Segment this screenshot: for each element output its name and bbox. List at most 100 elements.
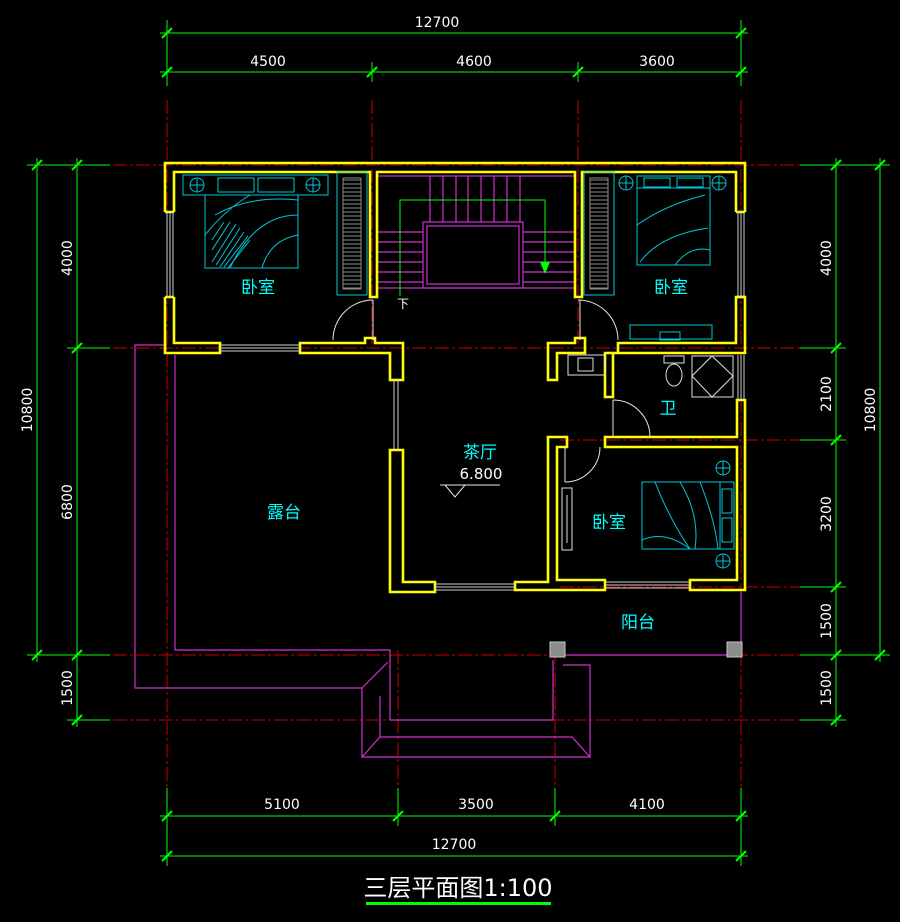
room-label-terrace: 露台: [267, 503, 301, 523]
dimension-label: 6800: [60, 484, 76, 520]
axis-grid: [90, 100, 815, 790]
stair-handrail: [426, 225, 520, 285]
extension-line: [800, 164, 890, 721]
stair-landing: [422, 221, 524, 289]
lamp-cross: [306, 178, 320, 192]
stair-treads-right: [523, 231, 575, 283]
lamp-cross: [712, 176, 726, 190]
stair-direction-arrow: [399, 199, 546, 296]
sliding-door-tea-hall: [393, 380, 399, 450]
bed-mattress: [641, 481, 721, 550]
pillow: [721, 517, 733, 543]
lamp-cross: [716, 461, 730, 475]
bathroom-fixtures: [567, 354, 734, 398]
room-label-bedroom-northeast: 卧室: [654, 278, 688, 298]
wardrobe-frame: [336, 171, 368, 296]
dimension-tick: [161, 66, 747, 78]
room-label-bathroom: 卫: [660, 399, 677, 419]
desk-chair: [659, 331, 681, 341]
title-underline: [366, 902, 551, 905]
shower-tray: [691, 355, 734, 398]
wall-tea-hall-bottom: [513, 435, 607, 592]
pillow: [217, 177, 255, 193]
door-swing-bathroom: [612, 399, 651, 438]
exterior-wall-top: [163, 161, 747, 212]
wardrobe-hangers: [343, 179, 361, 289]
toilet-icon: [665, 363, 683, 387]
dimension-label: 4600: [456, 54, 492, 70]
bed-southeast: [561, 460, 735, 569]
pillow: [643, 177, 671, 188]
extension-line: [166, 788, 742, 866]
dimension-label: 4100: [629, 797, 665, 813]
elevation-marker-icon: [440, 484, 500, 498]
walls: [163, 161, 747, 594]
wardrobe-rail: [589, 177, 609, 290]
desk: [629, 324, 713, 340]
terrace-inner-edge: [174, 355, 554, 721]
dimension-label: 4500: [250, 54, 286, 70]
roof-hip-line: [361, 661, 591, 758]
dimension-lines: [27, 20, 890, 866]
room-label-bedroom-northwest: 卧室: [241, 278, 275, 298]
dimension-label: 1500: [819, 670, 835, 706]
wardrobe-hangers: [590, 179, 608, 289]
wall-northwest-bottom: [298, 336, 405, 382]
dimension-label: 3600: [639, 54, 675, 70]
wardrobe-rail: [342, 177, 362, 290]
bed-blanket: [641, 481, 719, 550]
wardrobe-frame: [583, 171, 615, 296]
bed-mattress: [204, 194, 299, 269]
bed-mattress: [636, 187, 711, 266]
window-tea-hall: [435, 583, 515, 591]
pillow: [721, 488, 733, 514]
wall-cabinet: [561, 487, 573, 551]
dimension-label: 4000: [819, 240, 835, 276]
dimension-label: 10800: [863, 388, 879, 433]
room-labels: 卧室 卧室 卧室 茶厅 6.800 露台 卫 阳台: [241, 278, 688, 633]
lamp-cross: [190, 178, 204, 192]
wardrobe-northeast: [583, 171, 615, 296]
wardrobe-northwest: [336, 171, 368, 296]
room-label-tea-hall: 茶厅: [463, 443, 497, 463]
door-swing-southeast: [564, 446, 601, 483]
furniture: [182, 171, 735, 569]
extension-line: [27, 164, 110, 721]
sink-basin-icon: [577, 357, 594, 372]
terrace-outer-edge: [134, 344, 591, 758]
stair-treads-top: [429, 176, 521, 222]
windows: [166, 212, 745, 591]
door-swing-northwest: [332, 299, 374, 341]
window-terrace: [220, 344, 300, 352]
bed-blanket-hatch: [211, 221, 251, 269]
bed-northeast: [618, 175, 727, 341]
wall-tea-hall-left: [388, 448, 437, 594]
bed-blanket: [204, 194, 299, 269]
extension-line: [166, 20, 742, 86]
dimension-label: 1500: [60, 670, 76, 706]
sink-counter: [567, 354, 606, 376]
dimension-label: 12700: [415, 15, 460, 31]
balcony-post: [726, 641, 743, 658]
dimension-label: 12700: [432, 837, 477, 853]
door-swing-northeast: [577, 299, 619, 341]
wall-northeast-bottom: [603, 295, 747, 399]
lamp-cross: [619, 176, 633, 190]
bed-blanket: [636, 194, 711, 266]
balcony-post: [549, 641, 566, 658]
dimension-label: 2100: [819, 376, 835, 412]
arrow-head-icon: [540, 262, 550, 274]
shower-drain-icon: [691, 355, 734, 398]
lamp-cross: [716, 554, 730, 568]
pillow: [257, 177, 295, 193]
dimension-label: 3500: [458, 797, 494, 813]
drawing-title: 三层平面图1:100: [363, 874, 552, 902]
window-east: [737, 212, 745, 297]
dimension-label: 1500: [819, 603, 835, 639]
bed-northwest: [182, 174, 329, 269]
elevation-label: 6.800: [460, 465, 503, 483]
pillow: [676, 177, 704, 188]
dimension-tick: [161, 850, 747, 862]
dimension-label: 3200: [819, 496, 835, 532]
